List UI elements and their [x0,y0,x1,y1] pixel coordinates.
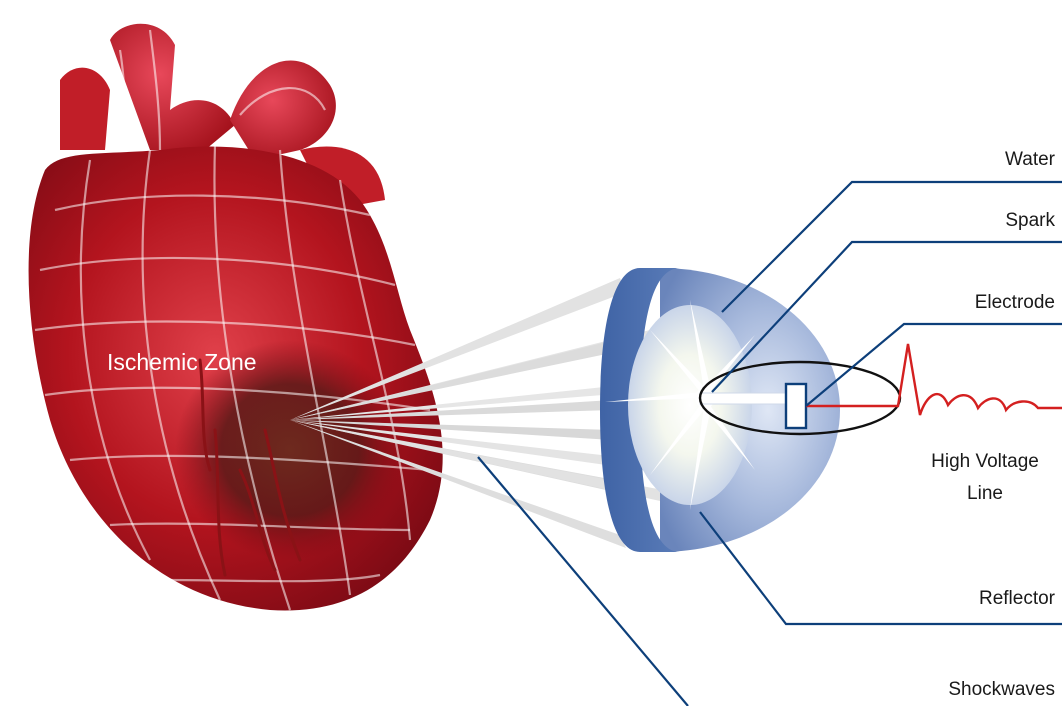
water-label: Water [1005,149,1056,170]
vena-cava-shape [60,68,110,150]
spark-label: Spark [1005,210,1055,231]
ischemic-zone-label: Ischemic Zone [107,349,257,375]
aortic-arch-shape [230,60,336,160]
electrode-label: Electrode [975,292,1055,313]
electrode-block [786,384,806,428]
high-voltage-label-line1: High Voltage [931,451,1039,472]
spark-glow [628,305,752,505]
heart-illustration: Ischemic Zone [29,24,443,611]
aorta-shape [110,24,235,150]
reflector-device [600,268,900,552]
shockwaves-label: Shockwaves [948,679,1055,700]
reflector-label: Reflector [979,588,1056,609]
high-voltage-line [806,344,1062,415]
high-voltage-label-line2: Line [967,483,1003,504]
